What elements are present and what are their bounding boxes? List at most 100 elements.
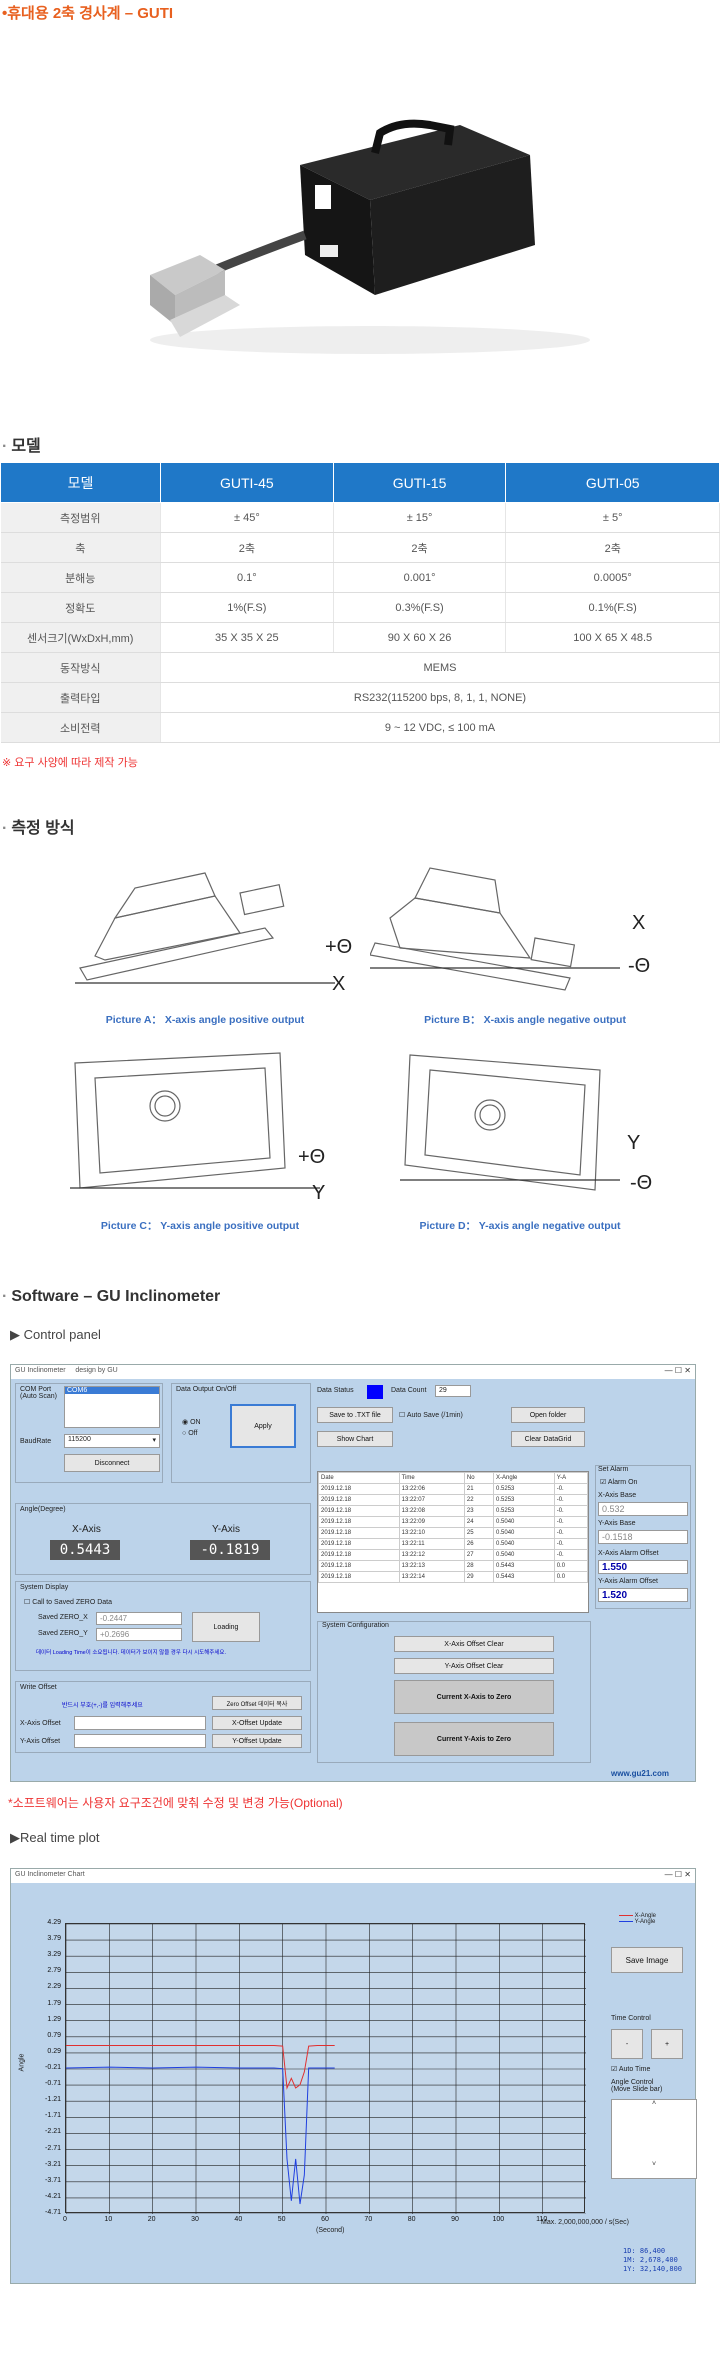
sign-c: +Θ bbox=[298, 1146, 326, 1168]
time-minus-button[interactable]: - bbox=[611, 2029, 643, 2059]
website-link[interactable]: www.gu21.com bbox=[611, 1769, 669, 1778]
time-plus-button[interactable]: + bbox=[651, 2029, 683, 2059]
grid-cell: 2019.12.18 bbox=[318, 1505, 400, 1517]
diagram-b bbox=[370, 867, 620, 991]
grid-cell: -0. bbox=[553, 1505, 589, 1517]
axis-c: Y bbox=[312, 1182, 326, 1204]
grid-cell: 2019.12.18 bbox=[318, 1560, 400, 1572]
y-offset-clear-button[interactable]: Y-Axis Offset Clear bbox=[394, 1658, 554, 1674]
grid-cell: 0.0 bbox=[553, 1560, 589, 1572]
spec-cell: ± 5° bbox=[505, 502, 720, 533]
y-tick-label: -3.21 bbox=[45, 2160, 61, 2168]
chart-plot-area bbox=[65, 1923, 586, 2214]
window-close-icon[interactable]: — ☐ ✕ bbox=[664, 1366, 691, 1375]
y-zero-button[interactable]: Current Y-Axis to Zero bbox=[394, 1722, 554, 1756]
baud-select[interactable]: 115200▾ bbox=[64, 1434, 160, 1448]
grid-cell: 13:22:09 bbox=[398, 1516, 465, 1528]
spec-cell: 측정범위 bbox=[0, 502, 161, 533]
status-1d: 1D: 86,400 bbox=[623, 2247, 666, 2255]
spec-cell: MEMS bbox=[160, 652, 720, 683]
spec-cell: 출력타입 bbox=[0, 682, 161, 713]
y-base-field[interactable]: -0.1518 bbox=[598, 1530, 688, 1544]
spec-cell: 2축 bbox=[333, 532, 507, 563]
grid-cell: 24 bbox=[463, 1516, 495, 1528]
grid-cell: 25 bbox=[463, 1527, 495, 1539]
set-alarm-label: Set Alarm bbox=[598, 1466, 629, 1473]
spec-cell: 0.3%(F.S) bbox=[333, 592, 507, 623]
y-offset-alarm-field[interactable]: 1.520 bbox=[598, 1588, 688, 1602]
chart-close-icon[interactable]: — ☐ ✕ bbox=[664, 1870, 691, 1879]
diagram-d bbox=[400, 1054, 620, 1191]
axis-b: X bbox=[632, 912, 646, 934]
baud-label: BaudRate bbox=[20, 1438, 52, 1445]
y-offset-update-button[interactable]: Y-Offset Update bbox=[212, 1734, 302, 1748]
save-txt-button[interactable]: Save to .TXT file bbox=[317, 1407, 393, 1423]
control-panel-window: GU Inclinometer design by GU— ☐ ✕ COM Po… bbox=[10, 1364, 696, 1782]
radio-off[interactable]: ○ Off bbox=[182, 1430, 198, 1437]
grid-cell: -0. bbox=[553, 1527, 589, 1539]
spec-cell: 센서크기(WxDxH,mm) bbox=[0, 622, 161, 653]
x-tick-label: 100 bbox=[492, 2216, 505, 2223]
call-zero-checkbox[interactable]: ☐ Call to Saved ZERO Data bbox=[24, 1599, 112, 1606]
com-selected-item[interactable]: COM6 bbox=[65, 1387, 159, 1394]
zero-copy-button[interactable]: Zero Offset 데이터 복사 bbox=[212, 1696, 302, 1710]
y-offset-input[interactable] bbox=[74, 1734, 206, 1748]
write-offset-label: Write Offset bbox=[20, 1684, 57, 1691]
grid-header: Time bbox=[398, 1472, 465, 1484]
x-offset-alarm-field[interactable]: 1.550 bbox=[598, 1560, 688, 1574]
x-tick-label: 90 bbox=[451, 2216, 459, 2223]
software-heading: ·Software – GU Inclinometer bbox=[2, 1288, 221, 1305]
com-port-label: COM Port (Auto Scan) bbox=[20, 1386, 57, 1400]
y-offset-label: Y-Axis Alarm Offset bbox=[598, 1578, 658, 1585]
grid-cell: 0.5040 bbox=[493, 1538, 555, 1550]
grid-cell: 0.5253 bbox=[493, 1494, 555, 1506]
open-folder-button[interactable]: Open folder bbox=[511, 1407, 585, 1423]
com-list[interactable]: COM6 bbox=[64, 1386, 160, 1428]
x-offset-input[interactable] bbox=[74, 1716, 206, 1730]
saved-x-field: -0.2447 bbox=[96, 1612, 182, 1625]
show-chart-button[interactable]: Show Chart bbox=[317, 1431, 393, 1447]
x-base-field[interactable]: 0.532 bbox=[598, 1502, 688, 1516]
apply-button[interactable]: Apply bbox=[230, 1404, 296, 1448]
spec-cell: 소비전력 bbox=[0, 712, 161, 743]
y-angle-display: -0.1819 bbox=[190, 1540, 270, 1560]
auto-time-checkbox[interactable]: ☑ Auto Time bbox=[611, 2066, 651, 2073]
grid-cell: 0.5040 bbox=[493, 1527, 555, 1539]
loading-button[interactable]: Loading bbox=[192, 1612, 260, 1642]
chevron-up-icon[interactable]: ˄ bbox=[651, 2100, 657, 2107]
x-offset-update-button[interactable]: X-Offset Update bbox=[212, 1716, 302, 1730]
saved-y-label: Saved ZERO_Y bbox=[38, 1630, 88, 1637]
legend-x: X-Angle bbox=[619, 1913, 656, 1919]
x-zero-button[interactable]: Current X-Axis to Zero bbox=[394, 1680, 554, 1714]
x-offset-clear-button[interactable]: X-Axis Offset Clear bbox=[394, 1636, 554, 1652]
grid-cell: 26 bbox=[463, 1538, 495, 1550]
clear-grid-button[interactable]: Clear DataGrid bbox=[511, 1431, 585, 1447]
grid-cell: 13:22:07 bbox=[398, 1494, 465, 1506]
saved-x-label: Saved ZERO_X bbox=[38, 1614, 88, 1621]
grid-cell: 27 bbox=[463, 1549, 495, 1561]
spec-cell: 35 X 35 X 25 bbox=[160, 622, 334, 653]
x-tick-label: 30 bbox=[191, 2216, 199, 2223]
chevron-down-icon[interactable]: ˅ bbox=[651, 2161, 657, 2168]
grid-cell: 0.5443 bbox=[493, 1571, 555, 1583]
angle-slider[interactable]: ˄˅ bbox=[611, 2099, 697, 2179]
alarm-on-checkbox[interactable]: ☑ Alarm On bbox=[600, 1479, 638, 1486]
y-tick-label: 2.79 bbox=[47, 1967, 61, 1975]
radio-on[interactable]: ◉ ON bbox=[182, 1419, 201, 1426]
save-image-button[interactable]: Save Image bbox=[611, 1947, 683, 1973]
auto-save-checkbox[interactable]: ☐ Auto Save (/1min) bbox=[399, 1412, 463, 1419]
disconnect-button[interactable]: Disconnect bbox=[64, 1454, 160, 1472]
